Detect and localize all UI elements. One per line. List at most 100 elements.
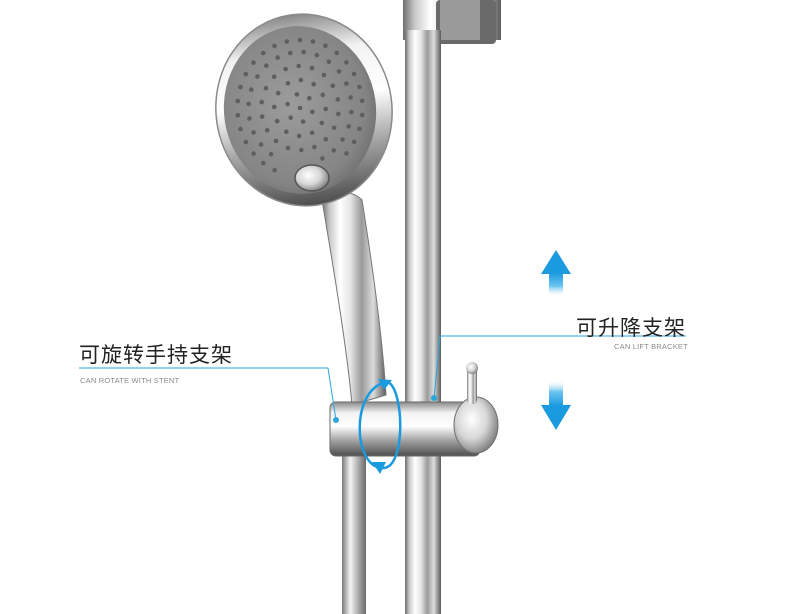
spray-nozzle bbox=[251, 130, 256, 135]
spray-nozzle bbox=[321, 72, 327, 78]
spray-nozzle bbox=[323, 43, 328, 49]
spray-nozzle bbox=[326, 59, 332, 64]
spray-nozzle bbox=[314, 52, 320, 58]
spray-nozzle bbox=[294, 92, 300, 97]
rotate-holder-subtitle: CAN ROTATE WITH STENT bbox=[80, 376, 180, 385]
spray-nozzle bbox=[335, 97, 341, 102]
spray-nozzle bbox=[268, 152, 274, 157]
spray-nozzle bbox=[334, 50, 340, 56]
spray-nozzle bbox=[263, 85, 269, 91]
spray-nozzle bbox=[357, 84, 362, 90]
spray-nozzle bbox=[323, 137, 329, 142]
spray-nozzle bbox=[259, 114, 265, 119]
spray-nozzle bbox=[298, 77, 304, 83]
slide-bar bbox=[405, 30, 441, 614]
spray-nozzle bbox=[235, 98, 241, 104]
spray-nozzle bbox=[309, 65, 315, 71]
spray-nozzle bbox=[283, 66, 288, 72]
spray-nozzle bbox=[301, 49, 307, 55]
spray-nozzle bbox=[246, 101, 251, 107]
spray-nozzle bbox=[344, 81, 349, 86]
spray-nozzle bbox=[251, 151, 256, 156]
spray-nozzle bbox=[346, 124, 352, 129]
spray-nozzle bbox=[312, 144, 317, 150]
spray-nozzle bbox=[285, 101, 290, 107]
lift-bracket-subtitle: CAN LIFT BRACKET bbox=[614, 342, 688, 351]
rotation-arrow-icon bbox=[358, 379, 402, 474]
spray-nozzle bbox=[235, 112, 241, 118]
spray-nozzle bbox=[273, 138, 279, 144]
spray-nozzle bbox=[297, 105, 303, 111]
shower-head bbox=[215, 13, 393, 207]
spray-nozzle bbox=[264, 127, 270, 133]
spray-nozzle bbox=[320, 92, 326, 98]
spray-nozzle bbox=[296, 133, 302, 139]
spray-nozzle bbox=[275, 90, 281, 96]
shower-hose bbox=[342, 430, 366, 614]
spray-nozzle bbox=[284, 39, 290, 44]
spray-nozzle bbox=[330, 83, 336, 89]
spray-nozzle bbox=[272, 43, 277, 49]
spray-nozzle bbox=[344, 60, 349, 65]
rotate-holder-title: 可旋转手持支架 bbox=[79, 343, 233, 367]
spray-nozzle bbox=[271, 74, 277, 79]
spray-nozzle bbox=[344, 151, 349, 156]
spray-nozzle bbox=[258, 142, 264, 147]
spray-nozzle bbox=[311, 82, 317, 87]
leader-lines bbox=[79, 335, 686, 423]
spray-nozzle bbox=[238, 84, 243, 90]
spray-nozzle bbox=[288, 50, 293, 56]
spray-nozzle bbox=[247, 116, 252, 121]
spray-nozzle bbox=[249, 87, 254, 92]
lift-bracket-title: 可升降支架 bbox=[576, 316, 686, 340]
spray-nozzle bbox=[264, 63, 269, 68]
spray-nozzle bbox=[243, 139, 249, 145]
spray-nozzle bbox=[320, 156, 325, 161]
spray-nozzle bbox=[296, 63, 302, 69]
spray-nozzle bbox=[348, 95, 353, 100]
spray-nozzle bbox=[323, 106, 329, 112]
arrow-down-icon bbox=[541, 380, 571, 430]
spray-nozzle bbox=[272, 104, 277, 110]
spray-nozzle bbox=[299, 147, 304, 153]
spray-nozzle bbox=[349, 109, 354, 115]
spray-nozzle bbox=[272, 167, 277, 173]
spray-nozzle bbox=[243, 71, 249, 77]
spray-nozzle bbox=[340, 137, 345, 142]
spray-mode-button[interactable] bbox=[294, 164, 330, 192]
spray-nozzle bbox=[251, 60, 256, 65]
spray-nozzle bbox=[359, 112, 365, 118]
spray-nozzle bbox=[357, 126, 362, 132]
spray-nozzle bbox=[351, 71, 357, 77]
spray-nozzle bbox=[285, 81, 291, 86]
spray-nozzle bbox=[259, 99, 265, 105]
sliding-holder[interactable] bbox=[329, 362, 499, 457]
spray-nozzle bbox=[310, 39, 316, 44]
spray-nozzle bbox=[284, 129, 289, 134]
spray-nozzle bbox=[336, 111, 341, 117]
spray-nozzle bbox=[275, 55, 280, 60]
spray-nozzle bbox=[260, 50, 266, 56]
spray-nozzle bbox=[359, 98, 365, 104]
spray-nozzle bbox=[274, 118, 280, 124]
spray-nozzles bbox=[235, 37, 365, 173]
spray-nozzle bbox=[310, 109, 315, 115]
spray-nozzle bbox=[255, 74, 260, 79]
spray-nozzle bbox=[261, 160, 266, 166]
arrow-up-icon bbox=[541, 250, 571, 297]
spray-nozzle bbox=[331, 125, 337, 131]
spray-nozzle bbox=[300, 119, 306, 124]
spray-nozzle bbox=[331, 148, 337, 153]
spray-nozzle bbox=[309, 130, 315, 135]
spray-nozzle bbox=[288, 115, 294, 120]
spray-nozzle bbox=[319, 120, 325, 126]
spray-nozzle bbox=[351, 139, 357, 145]
spray-nozzle bbox=[336, 69, 342, 74]
spray-nozzle bbox=[285, 145, 291, 151]
spray-nozzle bbox=[307, 96, 312, 101]
spray-nozzle bbox=[297, 37, 303, 43]
spray-nozzle bbox=[238, 126, 243, 132]
shower-handle bbox=[321, 192, 387, 406]
